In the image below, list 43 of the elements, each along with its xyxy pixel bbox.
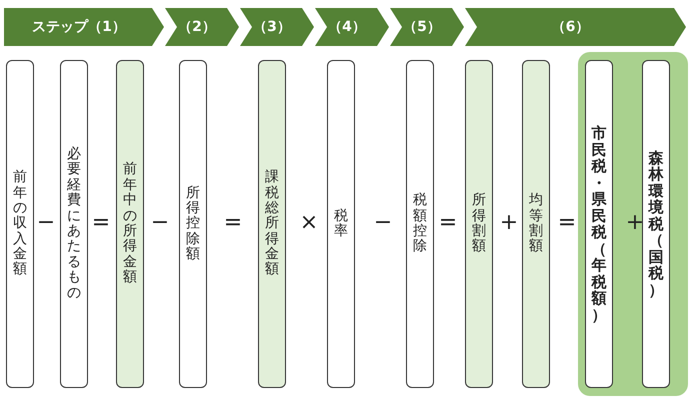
step-label: （3） [252,18,292,37]
operator-sign: − [150,212,170,234]
operator-sign: × [298,212,320,234]
term-label: 均等割額 [529,193,543,255]
term-box [585,60,613,388]
term-box [327,60,355,388]
term-label: 所得控除額 [186,186,200,262]
term-label: 必要経費にあたるもの [67,147,81,301]
term-box [116,60,144,388]
result-group-panel [578,52,688,396]
term-label: 森林環境税（国税） [648,150,664,298]
step-label: （5） [402,18,442,37]
step-header-tab [240,8,314,46]
operator-sign: = [222,212,244,234]
operator-sign: = [90,212,112,234]
term-box [406,60,434,388]
operator-sign: = [556,212,578,234]
operator-sign: + [498,212,520,234]
operator-sign: = [438,212,458,234]
step-label: （2） [177,18,217,37]
term-label: 前年中の所得金額 [123,162,137,286]
term-label: 税額控除 [413,193,427,255]
step-label: ステップ（1） [31,18,127,37]
term-box [179,60,207,388]
operator-sign: + [624,212,646,234]
term-box [465,60,493,388]
step-header-tab [315,8,389,46]
step-label: （6） [550,18,590,37]
term-box [6,60,34,388]
term-box [642,60,670,388]
term-label: 前年の収入金額 [13,170,27,278]
step-header-tab [165,8,239,46]
term-box [258,60,286,388]
step-header-tab [390,8,464,46]
step-label: （4） [327,18,367,37]
term-label: 課税総所得金額 [265,170,279,278]
term-box [60,60,88,388]
operator-sign: − [36,212,56,234]
term-label: 所得割額 [472,193,486,255]
term-label: 市民税・県民税（年税額） [592,125,606,323]
term-label: 税率 [334,208,348,240]
operator-sign: − [372,212,394,234]
term-box [522,60,550,388]
